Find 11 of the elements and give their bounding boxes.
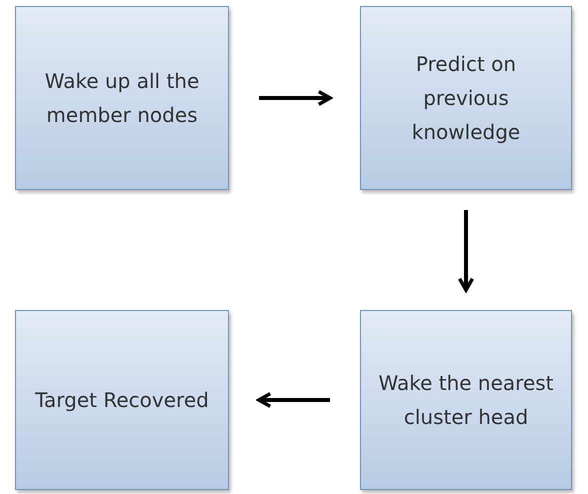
step-text: Target Recovered bbox=[35, 387, 209, 414]
arrow bbox=[259, 90, 332, 106]
arrow bbox=[458, 210, 474, 292]
process-box bbox=[360, 310, 572, 490]
process-box bbox=[15, 310, 229, 490]
arrow bbox=[257, 392, 330, 408]
process-box bbox=[360, 6, 572, 190]
step-text: Wake the nearest cluster head bbox=[377, 370, 555, 431]
process-box bbox=[15, 6, 229, 190]
step-text: Predict on previous knowledge bbox=[410, 51, 522, 146]
step-text: Wake up all the member nodes bbox=[44, 68, 200, 129]
